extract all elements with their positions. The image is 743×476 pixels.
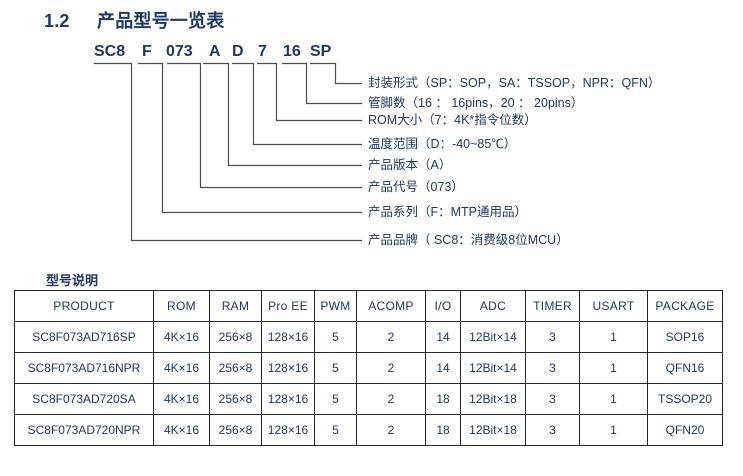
cell-product: SC8F073AD720NPR — [14, 414, 154, 446]
cell-acomp: 2 — [356, 383, 426, 415]
cell-ram: 256×8 — [209, 383, 262, 415]
cell-adc: 12Bit×18 — [460, 414, 526, 446]
cell-adc: 12Bit×14 — [460, 352, 526, 384]
cell-rom: 4K×16 — [153, 352, 210, 384]
col-header-rom: ROM — [153, 290, 210, 322]
connector-brand — [94, 62, 362, 242]
cell-acomp: 2 — [356, 321, 426, 353]
cell-proee: 128×16 — [261, 383, 315, 415]
cell-acomp: 2 — [356, 352, 426, 384]
cell-proee: 128×16 — [261, 352, 315, 384]
table-caption: 型号说明 — [46, 273, 99, 288]
cell-package: TSSOP20 — [647, 383, 723, 415]
model-spec-table: PRODUCT ROM RAM Pro EE PWM ACOMP I/O ADC… — [14, 290, 723, 446]
cell-ram: 256×8 — [209, 321, 262, 353]
cell-product: SC8F073AD716SP — [14, 321, 154, 353]
decoder-label-package: 封装形式（SP：SOP，SA：TSSOP，NPR：QFN） — [368, 76, 661, 90]
cell-timer: 3 — [525, 321, 580, 353]
cell-rom: 4K×16 — [153, 383, 210, 415]
table-row: SC8F073AD716SP 4K×16 256×8 128×16 5 2 14… — [14, 321, 723, 353]
col-header-io: I/O — [425, 290, 461, 322]
section-title-text: 产品型号一览表 — [97, 11, 225, 31]
col-header-acomp: ACOMP — [356, 290, 426, 322]
cell-timer: 3 — [525, 414, 580, 446]
cell-rom: 4K×16 — [153, 414, 210, 446]
cell-pwm: 5 — [314, 321, 357, 353]
part-segment-pins: 16 — [283, 43, 301, 60]
table-row: SC8F073AD720NPR 4K×16 256×8 128×16 5 2 1… — [14, 414, 723, 446]
cell-usart: 1 — [579, 414, 648, 446]
decoder-label-code: 产品代号（073） — [368, 180, 464, 194]
cell-pwm: 5 — [314, 383, 357, 415]
cell-acomp: 2 — [356, 414, 426, 446]
decoder-label-brand: 产品品牌（ SC8：消费级8位MCU） — [368, 233, 569, 247]
cell-io: 14 — [425, 352, 461, 384]
col-header-pwm: PWM — [314, 290, 357, 322]
cell-io: 18 — [425, 383, 461, 415]
col-header-timer: TIMER — [525, 290, 580, 322]
cell-io: 18 — [425, 414, 461, 446]
cell-timer: 3 — [525, 352, 580, 384]
decoder-label-pins: 管脚数（16 ： 16pins，20 ： 20pins） — [368, 96, 584, 110]
cell-io: 14 — [425, 321, 461, 353]
part-segment-version: A — [209, 43, 221, 60]
section-title: 1.2 产品型号一览表 — [44, 7, 224, 33]
table-row: SC8F073AD716NPR 4K×16 256×8 128×16 5 2 1… — [14, 352, 723, 384]
cell-package: QFN16 — [647, 352, 723, 384]
table-header-row: PRODUCT ROM RAM Pro EE PWM ACOMP I/O ADC… — [14, 290, 723, 322]
cell-package: QFN20 — [647, 414, 723, 446]
cell-adc: 12Bit×14 — [460, 321, 526, 353]
cell-usart: 1 — [579, 383, 648, 415]
part-segment-package: SP — [310, 43, 332, 60]
part-segment-rom: 7 — [258, 43, 267, 60]
col-header-ram: RAM — [209, 290, 262, 322]
connector-version — [203, 62, 362, 167]
cell-product: SC8F073AD720SA — [14, 383, 154, 415]
cell-proee: 128×16 — [261, 414, 315, 446]
cell-pwm: 5 — [314, 414, 357, 446]
col-header-adc: ADC — [460, 290, 526, 322]
cell-package: SOP16 — [647, 321, 723, 353]
cell-product: SC8F073AD716NPR — [14, 352, 154, 384]
cell-ram: 256×8 — [209, 352, 262, 384]
connector-temp — [232, 62, 362, 146]
cell-usart: 1 — [579, 321, 648, 353]
col-header-proee: Pro EE — [261, 290, 315, 322]
decoder-label-version: 产品版本（A） — [368, 158, 452, 172]
cell-rom: 4K×16 — [153, 321, 210, 353]
col-header-product: PRODUCT — [14, 290, 154, 322]
cell-proee: 128×16 — [261, 321, 315, 353]
connector-package — [310, 62, 362, 85]
part-segment-temp: D — [232, 43, 244, 60]
col-header-usart: USART — [579, 290, 648, 322]
part-segment-brand: SC8 — [94, 43, 126, 60]
section-number: 1.2 — [44, 11, 70, 31]
connector-code — [167, 62, 362, 189]
decoder-label-series: 产品系列（F：MTP通用品） — [368, 205, 528, 219]
decoder-label-rom: ROM大小（7：4K*指令位数） — [368, 113, 537, 127]
connector-pins — [282, 62, 362, 105]
cell-adc: 12Bit×18 — [460, 383, 526, 415]
cell-ram: 256×8 — [209, 414, 262, 446]
cell-timer: 3 — [525, 383, 580, 415]
cell-pwm: 5 — [314, 352, 357, 384]
table-row: SC8F073AD720SA 4K×16 256×8 128×16 5 2 18… — [14, 383, 723, 415]
decoder-label-temp: 温度范围（D：-40~85℃） — [368, 137, 517, 151]
connector-series — [138, 62, 362, 214]
connector-rom — [257, 62, 362, 122]
part-segment-series: F — [142, 43, 152, 60]
col-header-package: PACKAGE — [647, 290, 723, 322]
cell-usart: 1 — [579, 352, 648, 384]
part-segment-code: 073 — [166, 43, 193, 60]
